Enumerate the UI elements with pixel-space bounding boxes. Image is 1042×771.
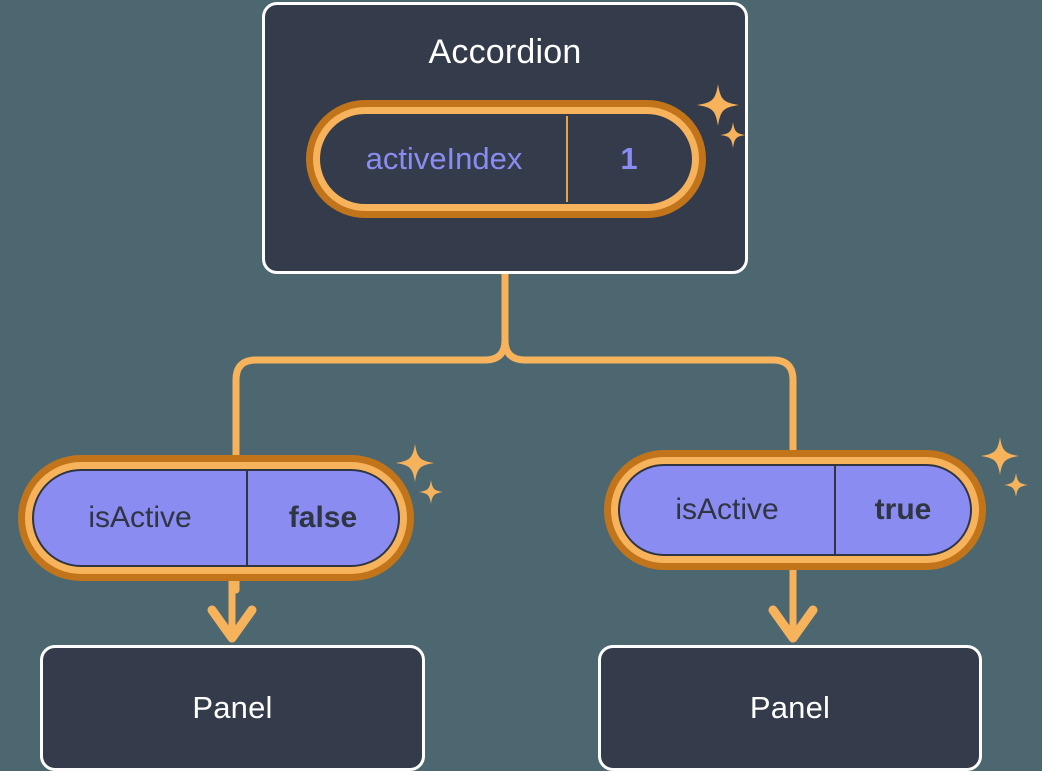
component-title: Panel <box>749 690 831 725</box>
component-title: Panel <box>192 690 273 725</box>
prop-value: 1 <box>620 141 638 176</box>
pill-ring-inner: isActive false <box>25 462 407 574</box>
prop-pill-is-active-false[interactable]: isActive false <box>18 455 414 581</box>
arrowhead-left-icon <box>207 605 257 643</box>
pill-ring-inner: activeIndex 1 <box>313 107 699 211</box>
prop-value: false <box>288 501 358 534</box>
pill-body: isActive false <box>32 469 400 567</box>
component-card-panel-right[interactable]: Panel <box>598 645 982 771</box>
prop-pill-active-index[interactable]: activeIndex 1 <box>306 100 706 218</box>
prop-key: isActive <box>34 471 248 565</box>
pill-ring-inner: isActive true <box>611 457 979 563</box>
prop-value: true <box>874 493 932 526</box>
wire-root-to-left <box>232 268 509 594</box>
pill-body: activeIndex 1 <box>320 114 692 204</box>
component-title: Accordion <box>428 33 582 71</box>
prop-key: isActive <box>620 466 836 554</box>
component-card-panel-left[interactable]: Panel <box>40 645 425 771</box>
prop-pill-is-active-true[interactable]: isActive true <box>604 450 986 570</box>
prop-key: activeIndex <box>322 116 568 202</box>
pill-body: isActive true <box>618 464 972 556</box>
arrowhead-right-icon <box>768 605 818 643</box>
